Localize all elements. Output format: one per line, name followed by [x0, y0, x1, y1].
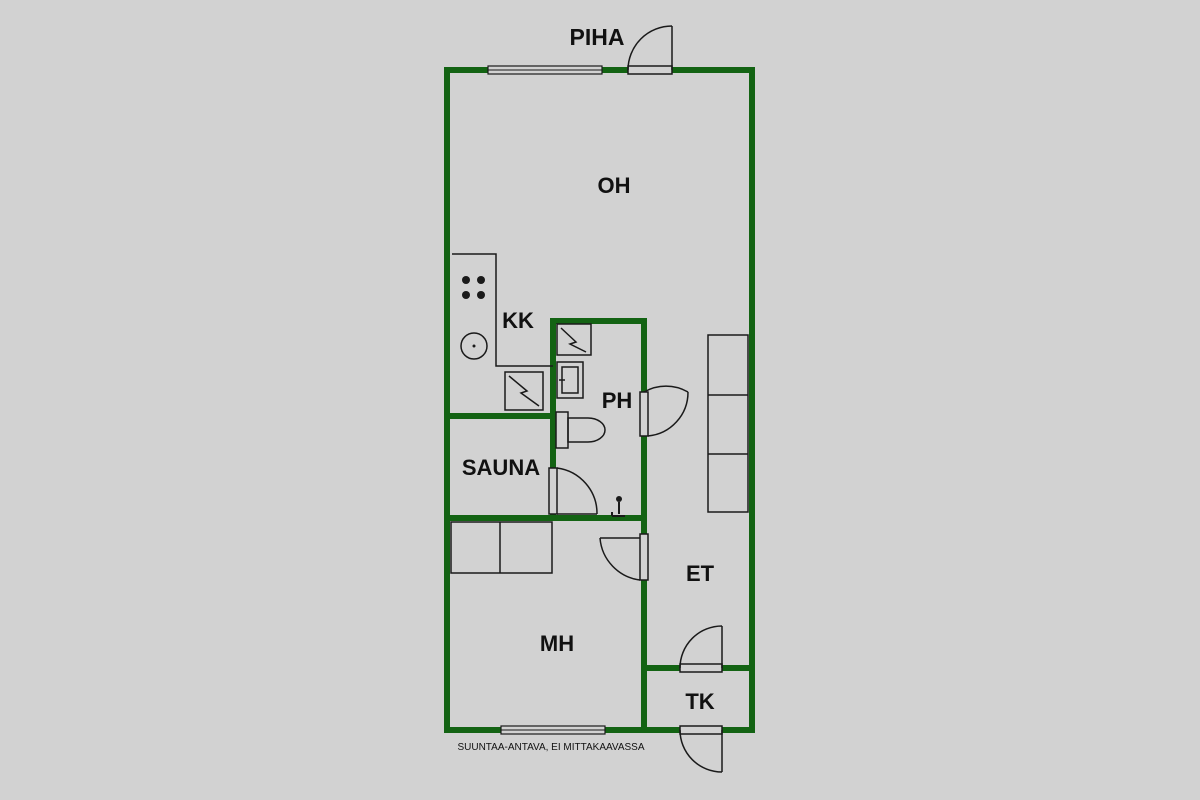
- label-piha: PIHA: [570, 24, 625, 50]
- stove-icon: [462, 276, 485, 299]
- bedroom-wardrobe: [450, 521, 553, 574]
- window-bottom: [500, 725, 606, 735]
- scale-note: SUUNTAA-ANTAVA, EI MITTAKAAVASSA: [457, 742, 644, 753]
- bedroom-door: [599, 533, 649, 581]
- label-ph: PH: [602, 388, 633, 413]
- kitchen-counter: [452, 253, 553, 367]
- label-mh: MH: [540, 631, 574, 656]
- label-kk: KK: [502, 308, 534, 333]
- toilet-icon: [555, 411, 606, 449]
- outer-walls: [444, 67, 755, 733]
- label-et: ET: [686, 561, 715, 586]
- patio-door: [627, 25, 673, 75]
- label-oh: OH: [598, 173, 631, 198]
- entrance-door: [679, 725, 723, 773]
- hallway-wardrobe: [707, 334, 749, 513]
- bathroom-door: [639, 385, 689, 437]
- label-tk: TK: [685, 689, 714, 714]
- washing-machine-icon: [556, 323, 592, 356]
- sauna-door: [548, 467, 598, 515]
- label-sauna: SAUNA: [462, 455, 540, 480]
- sink-icon: [460, 332, 488, 360]
- dishwasher-icon: [504, 371, 544, 411]
- washbasin-icon: [556, 361, 584, 399]
- closet-door: [679, 625, 723, 673]
- shower-icon: [611, 496, 625, 517]
- window-top: [487, 65, 603, 75]
